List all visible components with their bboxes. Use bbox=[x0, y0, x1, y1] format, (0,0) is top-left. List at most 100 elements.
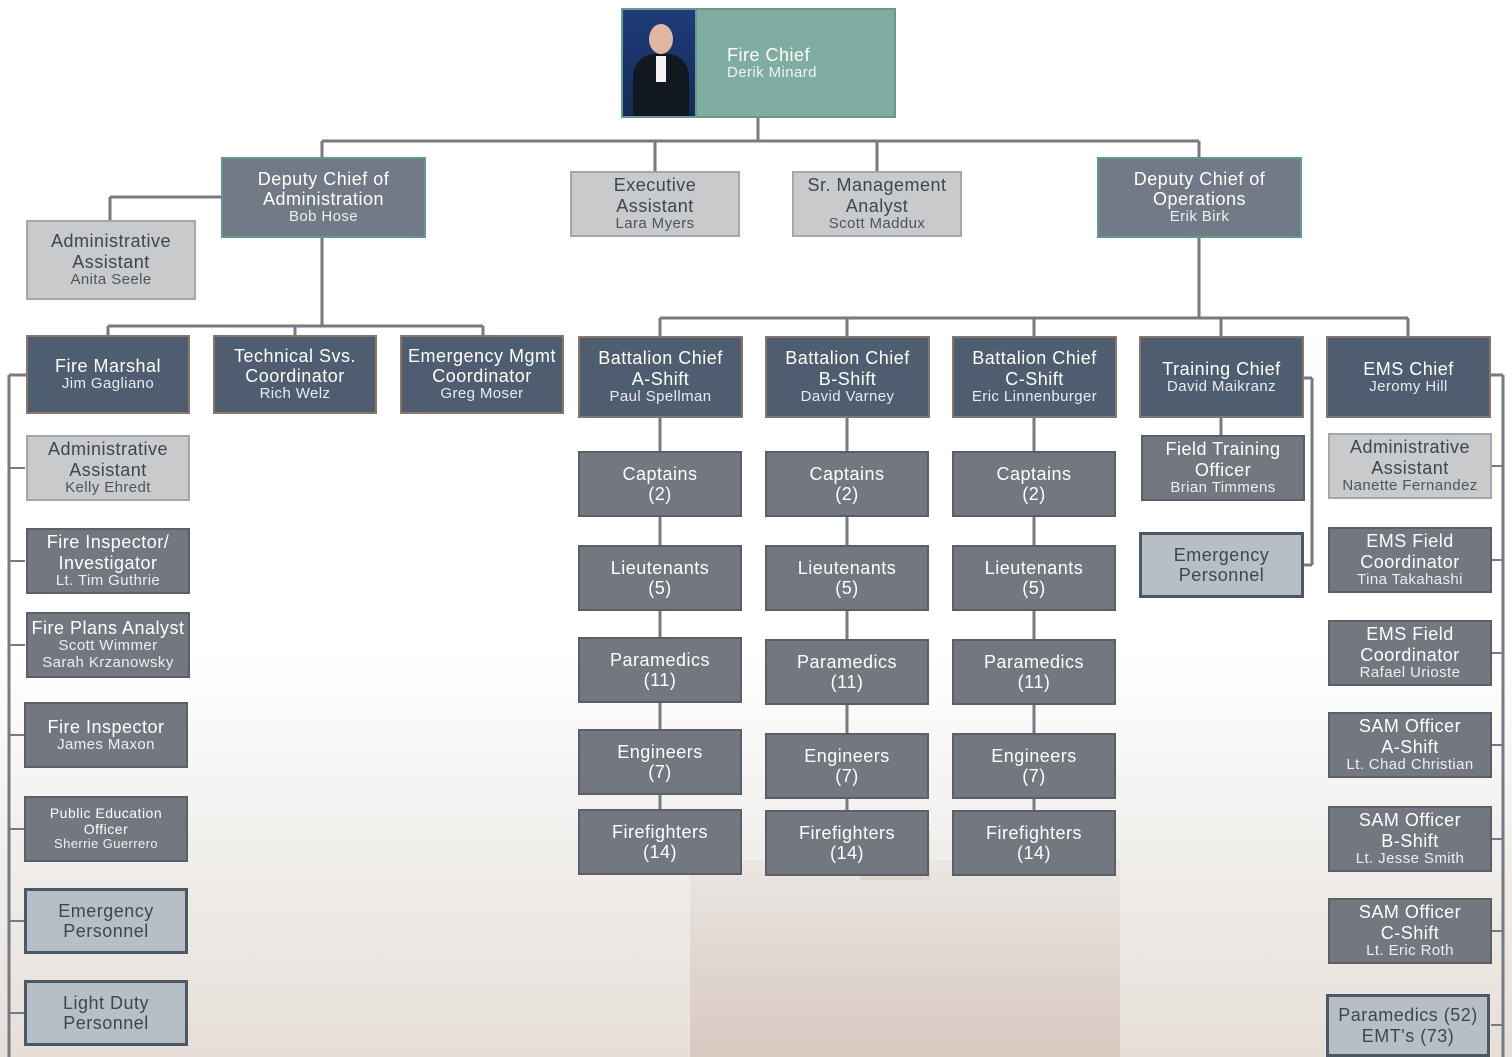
c-lieutenants-box[interactable]: Lieutenants(5) bbox=[952, 545, 1116, 611]
c-engineers-title-line: Engineers bbox=[991, 745, 1077, 766]
fire-inspector-person-name: James Maxon bbox=[57, 735, 155, 753]
bc-a-title-line: Battalion Chief bbox=[598, 348, 723, 369]
public-ed-title-line: Officer bbox=[83, 820, 129, 837]
sam-a-title-line: A-Shift bbox=[1381, 736, 1439, 757]
c-paramedics-title-line: (11) bbox=[1017, 672, 1051, 692]
ems-field-rafael-person-name: Rafael Urioste bbox=[1359, 663, 1461, 681]
deputy-admin-title-line: Deputy Chief of bbox=[257, 168, 390, 189]
a-firefighters-box[interactable]: Firefighters(14) bbox=[578, 809, 742, 875]
emergency-personnel-training-title-line: Personnel bbox=[1178, 565, 1265, 585]
c-firefighters-title-line: Firefighters bbox=[985, 822, 1083, 843]
deputy-ops-person-name: Erik Birk bbox=[1169, 208, 1230, 226]
b-paramedics-title-line: Paramedics bbox=[796, 651, 898, 672]
emergency-personnel-training-title-line: Emergency bbox=[1173, 544, 1270, 565]
b-lieutenants-box[interactable]: Lieutenants(5) bbox=[765, 545, 929, 611]
c-captains-title-line: (2) bbox=[1022, 484, 1046, 504]
em-mgmt-person-name: Greg Moser bbox=[440, 385, 524, 403]
deputy-ops-title-line: Deputy Chief of bbox=[1133, 168, 1266, 189]
admin-asst-anita-title-line: Assistant bbox=[72, 251, 150, 272]
b-firefighters-box[interactable]: Firefighters(14) bbox=[765, 810, 929, 876]
c-paramedics-box[interactable]: Paramedics(11) bbox=[952, 639, 1116, 705]
bc-b-title-line: B-Shift bbox=[818, 368, 877, 389]
ems-field-tina-person-name: Tina Takahashi bbox=[1357, 570, 1463, 588]
c-engineers-box[interactable]: Engineers(7) bbox=[952, 733, 1116, 799]
public-ed-person-name: Sherrie Guerrero bbox=[54, 836, 158, 852]
sr-mgmt-person-name: Scott Maddux bbox=[828, 214, 926, 232]
admin-asst-nanette-person-name: Nanette Fernandez bbox=[1342, 476, 1478, 494]
fire-marshal-title-line: Fire Marshal bbox=[54, 356, 162, 377]
sam-c-title-line: C-Shift bbox=[1380, 922, 1440, 943]
bc-b-title-line: Battalion Chief bbox=[785, 348, 910, 369]
a-captains-title-line: Captains bbox=[622, 463, 698, 484]
photo-head bbox=[649, 24, 673, 54]
a-paramedics-title-line: Paramedics bbox=[609, 649, 711, 670]
a-engineers-box[interactable]: Engineers(7) bbox=[578, 729, 742, 795]
fire-plans-person-name: Scott Wimmer bbox=[58, 637, 158, 655]
b-engineers-title-line: (7) bbox=[835, 766, 859, 786]
bc-c-title-line: Battalion Chief bbox=[972, 348, 1097, 369]
admin-asst-nanette-title-line: Assistant bbox=[1371, 457, 1449, 478]
fire-inspector-title-line: Fire Inspector bbox=[47, 716, 165, 737]
ems-field-tina-title-line: EMS Field bbox=[1366, 531, 1454, 552]
bc-b-person-name: David Varney bbox=[800, 387, 895, 405]
c-firefighters-box[interactable]: Firefighters(14) bbox=[952, 810, 1116, 876]
a-engineers-title-line: (7) bbox=[648, 762, 672, 782]
a-paramedics-box[interactable]: Paramedics(11) bbox=[578, 637, 742, 703]
c-captains-box[interactable]: Captains(2) bbox=[952, 451, 1116, 517]
admin-asst-kelly-title-line: Assistant bbox=[69, 459, 147, 480]
a-engineers-title-line: Engineers bbox=[617, 741, 703, 762]
b-captains-title-line: Captains bbox=[809, 463, 885, 484]
ems-staff-box[interactable]: Paramedics (52)EMT's (73) bbox=[1326, 994, 1490, 1057]
em-mgmt-title-line: Coordinator bbox=[432, 366, 532, 387]
b-engineers-box[interactable]: Engineers(7) bbox=[765, 733, 929, 799]
ems-field-rafael-title-line: EMS Field bbox=[1366, 624, 1454, 645]
b-paramedics-box[interactable]: Paramedics(11) bbox=[765, 639, 929, 705]
public-ed-title-line: Public Education bbox=[49, 805, 163, 822]
emergency-personnel-left-title-line: Personnel bbox=[63, 921, 149, 941]
a-captains-box[interactable]: Captains(2) bbox=[578, 451, 742, 517]
exec-assistant-title-line: Assistant bbox=[616, 195, 694, 216]
ems-staff-title-line: EMT's (73) bbox=[1361, 1025, 1455, 1046]
b-lieutenants-title-line: Lieutenants bbox=[797, 557, 897, 578]
emergency-personnel-left-title-line: Emergency bbox=[58, 900, 154, 921]
sam-a-person-name: Lt. Chad Christian bbox=[1346, 755, 1474, 773]
b-captains-box[interactable]: Captains(2) bbox=[765, 451, 929, 517]
bc-a-title-line: A-Shift bbox=[631, 368, 690, 389]
a-firefighters-title-line: Firefighters bbox=[611, 821, 709, 842]
c-lieutenants-title-line: Lieutenants bbox=[984, 557, 1084, 578]
a-lieutenants-box[interactable]: Lieutenants(5) bbox=[578, 545, 742, 611]
field-training-title-line: Field Training bbox=[1165, 439, 1281, 460]
ems-staff-title-line: Paramedics (52) bbox=[1338, 1005, 1478, 1026]
field-training-person-name: Brian Timmens bbox=[1170, 478, 1276, 496]
